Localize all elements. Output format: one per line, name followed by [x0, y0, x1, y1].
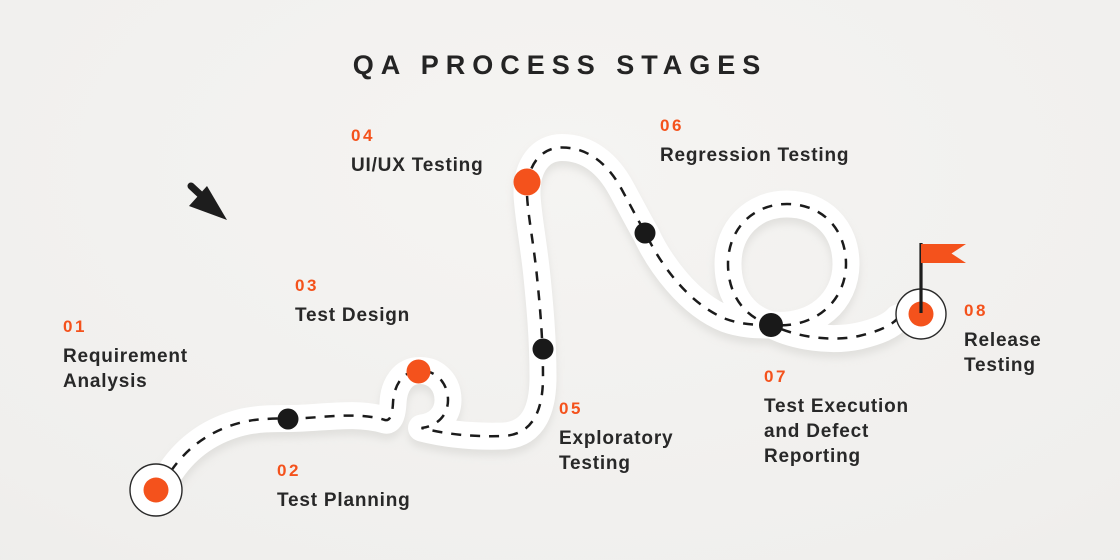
- stage-text: and Defect: [764, 421, 870, 442]
- stage-06-dot: [634, 222, 656, 244]
- stage-number: 04: [351, 126, 375, 145]
- stage-08-dot: [908, 301, 934, 327]
- stage-text: Test Planning: [277, 490, 411, 511]
- stage-01-label: 01 Requirement Analysis: [63, 317, 188, 394]
- stage-02-dot: [277, 408, 299, 430]
- stage-07-label: 07 Test Execution and Defect Reporting: [764, 367, 909, 469]
- stage-text: Test Design: [295, 305, 411, 326]
- stage-number: 02: [277, 461, 301, 480]
- stage-text: Regression Testing: [660, 145, 850, 166]
- stage-text: Analysis: [63, 371, 148, 392]
- stage-text: Testing: [964, 355, 1036, 376]
- stage-06-label: 06 Regression Testing: [660, 116, 849, 168]
- stage-text: Release: [964, 330, 1042, 351]
- stage-number: 03: [295, 276, 319, 295]
- stage-text: Test Execution: [764, 396, 909, 417]
- finish-point-marker: [895, 243, 966, 340]
- stage-05-label: 05 Exploratory Testing: [559, 399, 673, 476]
- stage-text: Requirement: [63, 346, 188, 367]
- cursor-arrow-icon: [187, 182, 227, 220]
- stage-text: Exploratory: [559, 428, 674, 449]
- stage-text: UI/UX Testing: [351, 155, 484, 176]
- stage-02-label: 02 Test Planning: [277, 461, 411, 513]
- stage-number: 08: [964, 301, 988, 320]
- stage-08-label: 08 Release Testing: [964, 301, 1041, 378]
- finish-flag-icon: [921, 244, 966, 263]
- stage-text: Testing: [559, 453, 631, 474]
- stage-03-dot: [406, 359, 431, 384]
- road-centerline: [169, 146, 899, 472]
- stage-04-dot: [513, 168, 541, 196]
- stage-01-dot: [143, 477, 169, 503]
- stage-07-dot: [759, 313, 783, 337]
- start-point-marker: [129, 463, 183, 517]
- stage-03-label: 03 Test Design: [295, 276, 410, 328]
- stage-04-label: 04 UI/UX Testing: [351, 126, 484, 178]
- stage-number: 07: [764, 367, 788, 386]
- stage-text: Reporting: [764, 446, 861, 467]
- page-title: QA PROCESS STAGES: [352, 50, 768, 80]
- stage-number: 01: [63, 317, 87, 336]
- stage-number: 06: [660, 116, 684, 135]
- stage-05-dot: [532, 338, 554, 360]
- stage-number: 05: [559, 399, 583, 418]
